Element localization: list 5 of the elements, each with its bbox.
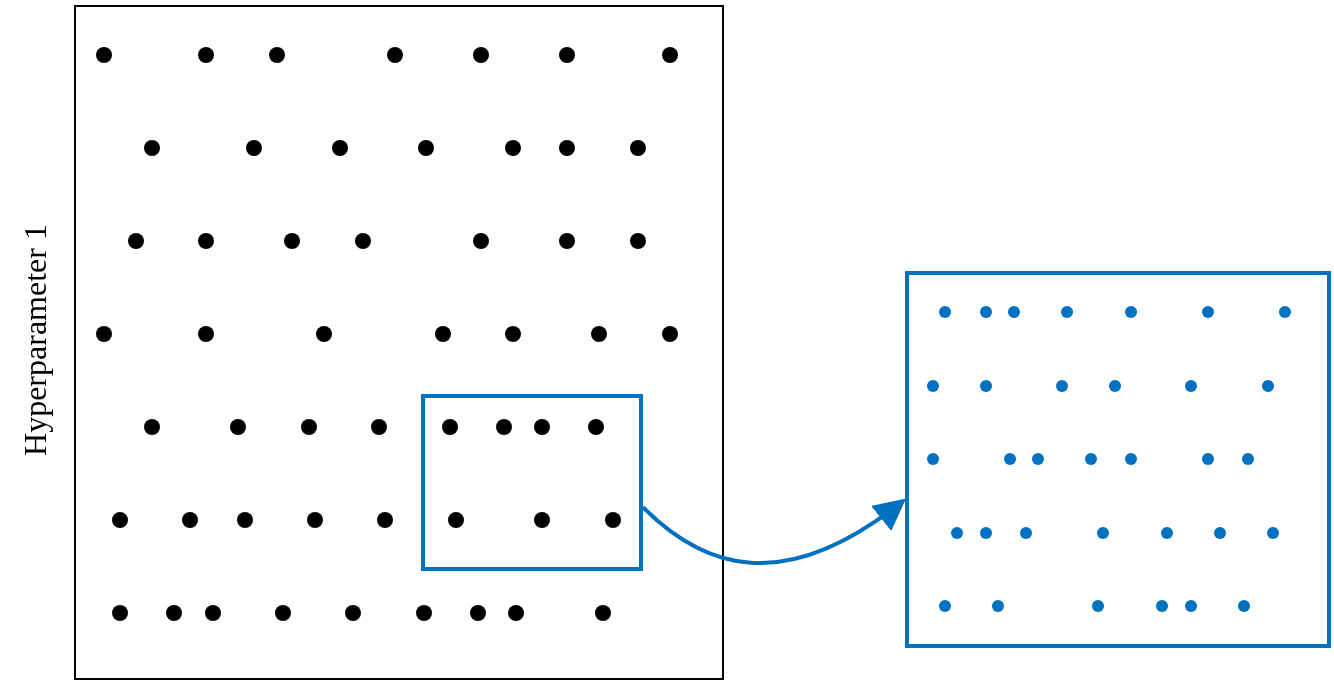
plot-frame	[74, 5, 724, 680]
axis-label: Hyperparameter 1	[16, 224, 54, 456]
arrow	[641, 498, 907, 565]
selection-frame	[421, 394, 643, 571]
zoom-frame	[905, 271, 1331, 648]
